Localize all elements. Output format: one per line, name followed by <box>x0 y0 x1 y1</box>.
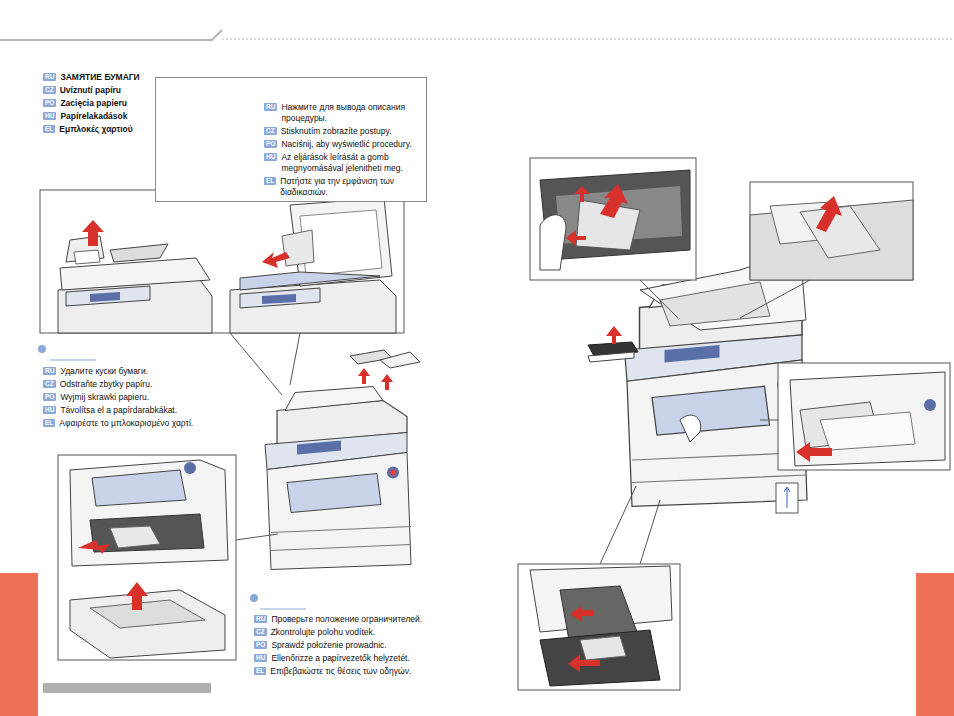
language-row: CZ Zkontrolujte polohu vodítek. <box>254 627 464 638</box>
language-row: EL Αφαιρέστε το μπλοκαρισμένο χαρτί. <box>43 418 248 429</box>
instruction-text: Zkontrolujte polohu vodítek. <box>271 627 375 638</box>
language-row: RU ЗАМЯТИЕ БУМАГИ <box>43 72 155 83</box>
language-code: CZ <box>43 380 56 388</box>
language-code: CZ <box>254 628 267 636</box>
language-row: EL Εμπλοκές χαρτιού <box>43 124 155 135</box>
instruction-text: Проверьте положение ограничителей. <box>271 614 422 625</box>
instruction-text: ЗАМЯТИЕ БУМАГИ <box>60 72 139 83</box>
instruction-text: Stisknutím zobrazíte postupy. <box>281 126 392 137</box>
instruction-text: Αφαιρέστε το μπλοκαρισμένο χαρτί. <box>59 418 193 429</box>
language-row: HU Az eljárások leírását a gomb megnyomás… <box>264 152 420 174</box>
language-code: EL <box>264 177 276 185</box>
instruction-text: Wyjmij skrawki papieru. <box>60 392 149 403</box>
instruction-text: Удалите куски бумаги. <box>60 366 148 377</box>
instruction-text: Távolítsa el a papírdarabkákat. <box>60 405 177 416</box>
instruction-text: Πατήστε για την εμφάνιση των διαδικασιών… <box>280 176 420 198</box>
instruction-text: Ellenőrizze a papírvezetők helyzetét. <box>271 653 409 664</box>
instruction-text: Нажмите для вывода описания процедуры. <box>281 102 420 124</box>
language-row: RU Проверьте положение ограничителей. <box>254 614 464 625</box>
language-code: EL <box>43 419 55 427</box>
language-row: PO Sprawdź położenie prowadnic. <box>254 640 464 651</box>
language-row: HU Távolítsa el a papírdarabkákat. <box>43 405 248 416</box>
language-code: EL <box>254 667 266 675</box>
language-code: CZ <box>43 86 56 94</box>
language-code: RU <box>43 367 56 375</box>
language-code: RU <box>254 615 267 623</box>
step-note: RU Удалите куски бумаги. CZ Odstraňte zbytk… <box>43 366 248 431</box>
language-row: PO Wyjmij skrawki papieru. <box>43 392 248 403</box>
language-row: PO Zacięcia papieru <box>43 98 155 109</box>
language-code: PO <box>43 393 56 401</box>
instruction-text: Papírelakadások <box>60 111 127 122</box>
instruction-text: Az eljárások leírását a gomb megnyomásáv… <box>281 152 420 174</box>
language-code: PO <box>43 99 56 107</box>
language-row: EL Πατήστε για την εμφάνιση των διαδικασι… <box>264 176 420 198</box>
language-row: HU Papírelakadások <box>43 111 155 122</box>
language-row: CZ Stisknutím zobrazíte postupy. <box>264 126 420 137</box>
instruction-text: Uvíznutí papíru <box>60 85 121 96</box>
instruction-text: Εμπλοκές χαρτιού <box>59 124 132 135</box>
instruction-text: Sprawdź położenie prowadnic. <box>271 640 386 651</box>
language-code: HU <box>264 153 277 161</box>
language-code: RU <box>43 73 56 81</box>
language-code: PO <box>254 641 267 649</box>
help-box: RU Нажмите для вывода описания процедуры.… <box>155 77 427 202</box>
instruction-text: Zacięcia papieru <box>60 98 127 109</box>
button-symbol: ? <box>201 105 208 119</box>
language-row: PO Naciśnij, aby wyświetlić procedury. <box>264 139 420 150</box>
language-code: HU <box>254 654 267 662</box>
language-code: HU <box>43 406 56 414</box>
language-code: EL <box>43 125 55 133</box>
language-row: RU Удалите куски бумаги. <box>43 366 248 377</box>
language-code: CZ <box>264 127 277 135</box>
instruction-text: Odstraňte zbytky papíru. <box>60 379 153 390</box>
instruction-text: Naciśnij, aby wyświetlić procedury. <box>281 139 411 150</box>
instruction-text: Επιβεβαιώστε τις θέσεις των οδηγών. <box>270 666 411 677</box>
language-code: RU <box>264 103 277 111</box>
language-row: RU Нажмите для вывода описания процедуры. <box>264 102 420 124</box>
language-code: HU <box>43 112 56 120</box>
language-row: CZ Uvíznutí papíru <box>43 85 155 96</box>
title-list: RU ЗАМЯТИЕ БУМАГИ CZ Uvíznutí papíruPO Zacię… <box>43 72 155 137</box>
language-row: HU Ellenőrizze a papírvezetők helyzetét. <box>254 653 464 664</box>
language-row: CZ Odstraňte zbytky papíru. <box>43 379 248 390</box>
step-note: RU Проверьте положение ограничителей. CZ Zk… <box>254 614 464 679</box>
language-code: PO <box>264 140 277 148</box>
language-row: EL Επιβεβαιώστε τις θέσεις των οδηγών. <box>254 666 464 677</box>
